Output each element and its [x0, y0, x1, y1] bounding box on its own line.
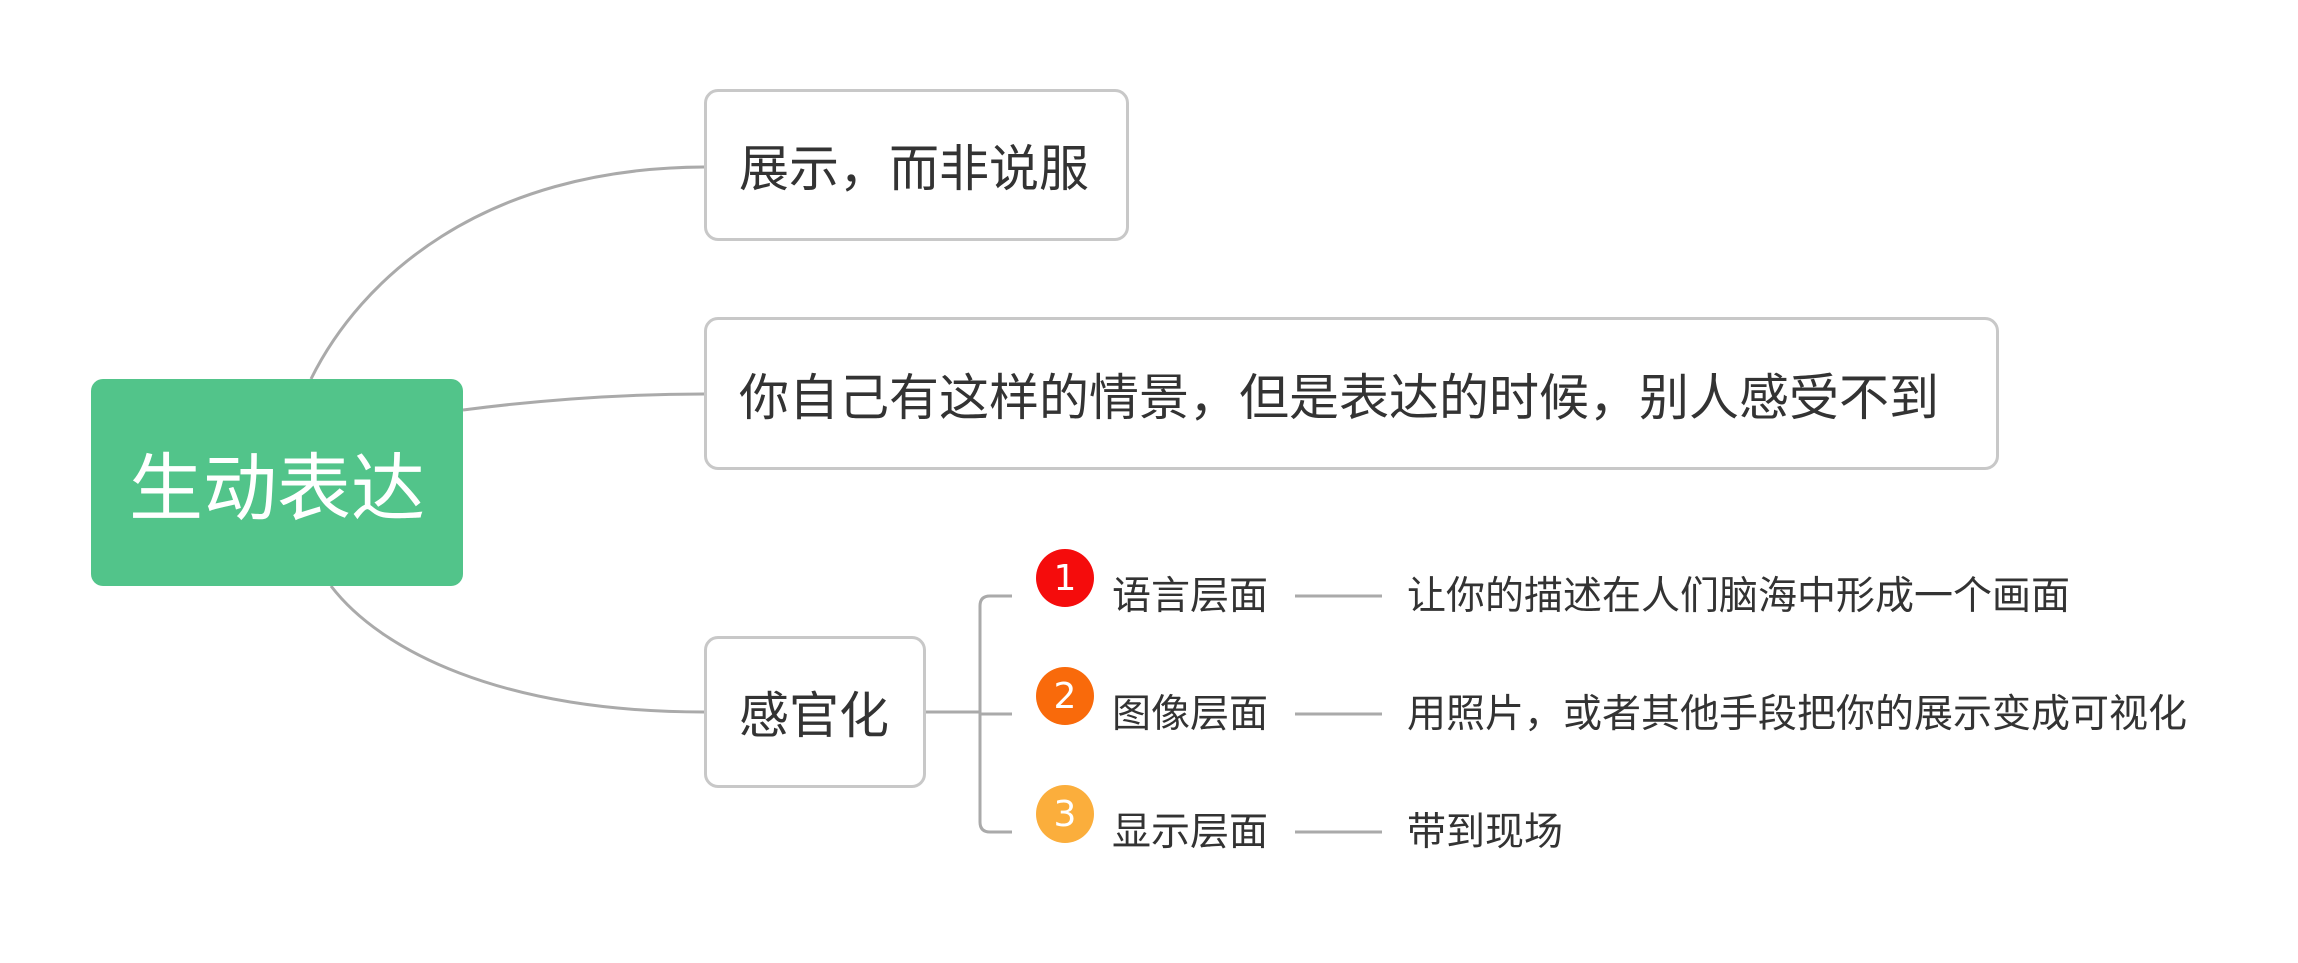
priority-3-number: 3	[1053, 793, 1077, 835]
topic-2[interactable]: 你自己有这样的情景，但是表达的时候，别人感受不到	[704, 317, 1999, 470]
connector-root-topic-2	[462, 392, 705, 412]
connector-root-topic-3	[329, 585, 705, 714]
priority-1-icon: 1	[1036, 549, 1094, 607]
connector-root-topic-1	[309, 165, 705, 380]
topic-2-label: 你自己有这样的情景，但是表达的时候，别人感受不到	[739, 368, 1939, 427]
topic-3[interactable]: 感官化	[704, 636, 926, 788]
priority-3-icon: 3	[1036, 785, 1094, 843]
subtopic-3-detail[interactable]: 带到现场	[1407, 810, 1564, 855]
subtopic-2-label[interactable]: 图像层面	[1112, 692, 1269, 737]
topic-1-label: 展示，而非说服	[739, 140, 1089, 198]
root-topic-label: 生动表达	[129, 446, 425, 532]
root-topic[interactable]: 生动表达	[91, 379, 463, 586]
priority-1-number: 1	[1053, 557, 1077, 599]
priority-2-icon: 2	[1036, 667, 1094, 725]
subtopic-1-detail[interactable]: 让你的描述在人们脑海中形成一个画面	[1407, 574, 2071, 619]
topic-1[interactable]: 展示，而非说服	[704, 89, 1129, 241]
topic-3-label: 感官化	[739, 687, 889, 745]
subtopic-2-detail[interactable]: 用照片，或者其他手段把你的展示变成可视化	[1407, 692, 2188, 737]
subtopic-3-label[interactable]: 显示层面	[1112, 810, 1269, 855]
subtopic-1-label[interactable]: 语言层面	[1112, 574, 1269, 619]
priority-2-number: 2	[1053, 675, 1077, 717]
